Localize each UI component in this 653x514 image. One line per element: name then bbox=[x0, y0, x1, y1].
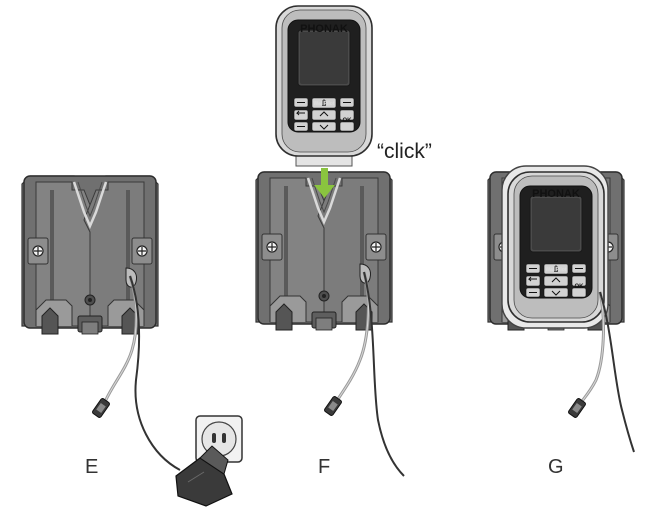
panel-label-f: F bbox=[318, 456, 330, 478]
device-ok-key-g: OK bbox=[575, 284, 585, 290]
panel-f-device: PHONAK WallPilot OK bbox=[275, 5, 373, 167]
panel-g-device: PHONAK WallPilot OK bbox=[501, 165, 609, 329]
panel-e-power-adapter bbox=[175, 445, 233, 507]
panel-g-cables bbox=[567, 291, 635, 453]
device-brand-f: PHONAK bbox=[300, 23, 348, 35]
panel-label-g: G bbox=[548, 456, 564, 478]
device-ok-key-f: OK bbox=[343, 118, 353, 124]
panel-e-cables bbox=[91, 275, 181, 471]
device-model-g: WallPilot bbox=[546, 267, 567, 273]
panel-f-cables bbox=[323, 271, 405, 477]
panel-label-e: E bbox=[85, 456, 98, 478]
insert-arrow bbox=[314, 168, 335, 198]
device-brand-g: PHONAK bbox=[532, 188, 580, 200]
device-model-f: WallPilot bbox=[314, 101, 335, 107]
click-label: “click” bbox=[377, 140, 432, 163]
